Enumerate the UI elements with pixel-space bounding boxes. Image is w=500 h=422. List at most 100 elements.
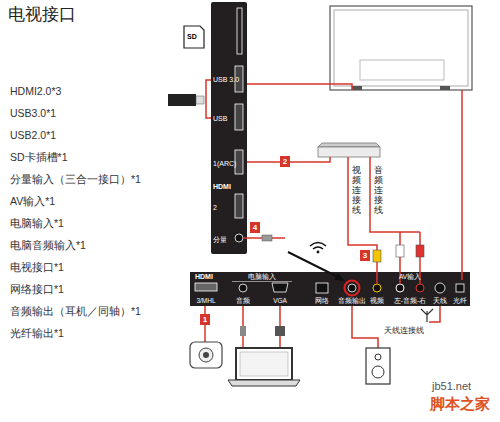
signal-wires	[243, 237, 262, 239]
cable-label: 天线连接线	[384, 327, 424, 335]
bottom-panel	[190, 272, 470, 306]
bottom-panel	[348, 284, 356, 292]
wifi-icon	[317, 251, 320, 254]
bottom-panel	[232, 281, 292, 282]
feature-item: AV输入*1	[10, 196, 55, 208]
callout-number-text: 3	[360, 250, 370, 261]
bottom-panel	[345, 281, 360, 296]
speaker	[366, 348, 390, 384]
watermark: 脚本之家	[430, 396, 490, 413]
signal-wires	[370, 157, 420, 245]
title: 电视接口	[8, 6, 76, 25]
bottom-panel	[190, 272, 470, 306]
tv-set	[360, 60, 444, 80]
side-port-panel: USB 3.0USB1(ARC)HDMI2分量	[211, 2, 247, 254]
port-label: 左-音频-右	[394, 297, 426, 304]
plugs	[275, 326, 285, 336]
port-label: 音频	[236, 297, 250, 304]
plugs	[262, 235, 272, 241]
callout-number: 4	[250, 222, 260, 233]
camera-device	[190, 342, 222, 368]
wifi-icon	[313, 247, 323, 249]
callout-number-text: 4	[250, 222, 260, 233]
feature-item: 电脑输入*1	[10, 218, 64, 230]
side-panel	[237, 8, 242, 54]
port-label: 2	[213, 204, 217, 212]
dvd-player	[318, 143, 380, 157]
bottom-panel	[435, 283, 445, 293]
speaker	[375, 354, 381, 360]
plugs	[240, 235, 424, 336]
usb-stick	[168, 80, 211, 118]
signal-wires	[429, 306, 440, 322]
callout-number: 2	[280, 156, 290, 167]
bottom-panel	[373, 284, 381, 292]
cable-label: 视频连接线	[352, 166, 361, 215]
signal-wires	[376, 262, 378, 284]
signal-wires	[247, 84, 352, 90]
camera-device	[199, 348, 213, 362]
bottom-panel	[456, 284, 464, 292]
callout-number: 1	[200, 314, 210, 325]
bottom-panel	[195, 283, 217, 291]
speaker	[366, 348, 390, 384]
port-label: AV输入	[399, 273, 421, 280]
bottom-panel	[316, 283, 328, 293]
callout-number-text: 1	[200, 314, 210, 325]
bottom-panel	[396, 284, 404, 292]
feature-item: SD卡插槽*1	[10, 152, 68, 164]
usb-stick	[206, 80, 211, 118]
port-label: 音频输出	[338, 297, 366, 304]
laptop	[236, 348, 292, 380]
callout-number-text: 2	[280, 156, 290, 167]
callout-number: 3	[360, 250, 370, 261]
port-label: HDMI	[213, 183, 231, 191]
usb-stick	[168, 94, 196, 106]
side-panel	[235, 234, 243, 242]
port-label: 3/MHL	[196, 297, 215, 304]
side-panel	[211, 2, 247, 254]
port-label: 电脑输入	[248, 273, 276, 280]
side-panel	[235, 194, 243, 218]
sd-card-icon	[184, 26, 204, 48]
signal-wires	[461, 90, 463, 280]
dvd-player	[318, 147, 380, 157]
laptop	[228, 380, 300, 386]
cable-label: 音频连接线	[374, 166, 383, 215]
signal-wires	[352, 306, 378, 348]
sd-card-icon	[184, 26, 204, 48]
port-label: USB	[213, 115, 227, 123]
plugs	[416, 245, 424, 257]
side-panel	[211, 2, 247, 254]
antenna-icon	[421, 309, 433, 322]
signal-wires	[348, 157, 377, 250]
tv-set	[352, 86, 362, 90]
pointer-arrow	[334, 273, 345, 281]
camera-device	[190, 342, 222, 368]
bottom-panel	[239, 284, 247, 292]
bottom-port-panel: HDMI3/MHL电脑输入音频VGA网络音频输出视频AV输入左-音频-右天线光纤	[190, 272, 470, 306]
port-label: 天线	[433, 297, 447, 304]
laptop	[228, 348, 300, 386]
port-label: USB 3.0	[213, 76, 239, 84]
feature-item: 网络接口*1	[10, 284, 64, 296]
pointer-arrow	[288, 252, 338, 277]
plugs	[396, 245, 404, 257]
feature-item: USB2.0*1	[10, 130, 56, 142]
port-label: HDMI	[195, 273, 213, 281]
port-label: 分量	[213, 236, 227, 244]
side-panel	[235, 104, 243, 130]
feature-item: HDMI2.0*3	[10, 86, 61, 98]
bottom-panel	[272, 283, 288, 292]
port-label: 光纤	[453, 297, 467, 304]
plugs	[240, 326, 246, 336]
antenna-icon	[421, 309, 433, 322]
laptop	[240, 352, 288, 376]
dvd-player	[318, 143, 380, 147]
feature-item: 电脑音频输入*1	[10, 240, 86, 252]
tv-set	[440, 86, 450, 90]
feature-item: 音频输出（耳机／同轴）*1	[10, 306, 141, 318]
usb-stick	[196, 96, 204, 104]
watermark: jb51.net	[432, 380, 471, 392]
